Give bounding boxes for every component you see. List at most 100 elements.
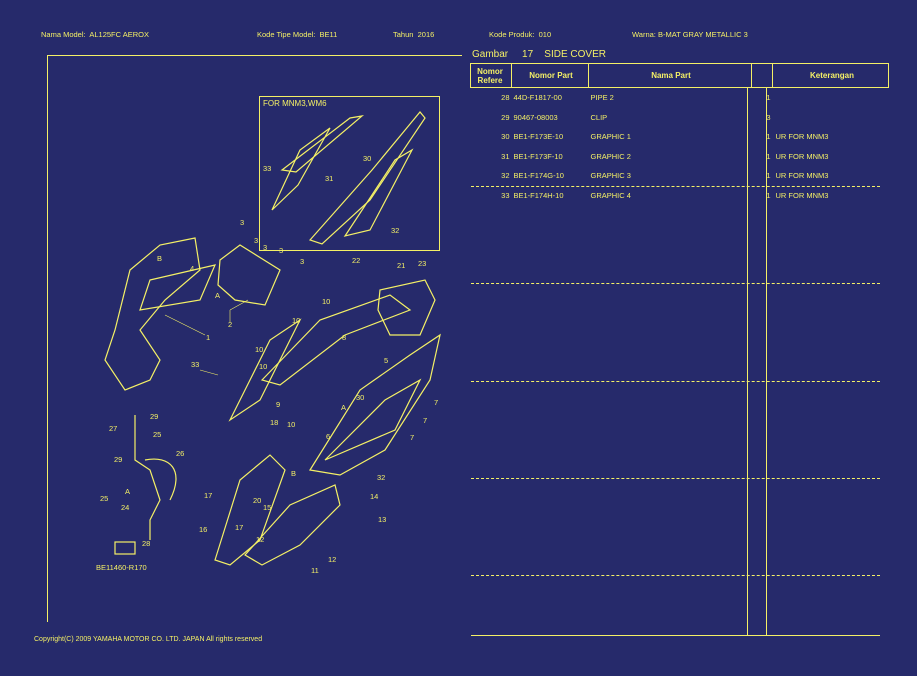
model-name-value: AL125FC AEROX (89, 30, 149, 39)
inset-title: FOR MNM3,WM6 (263, 99, 327, 108)
callout-4: 4 (190, 264, 195, 273)
callout-7: 7 (434, 398, 439, 407)
callout-3: 3 (263, 243, 268, 252)
inset-diagram: FOR MNM3,WM6 (259, 96, 440, 251)
graphic-33 (228, 318, 302, 422)
model-name: Nama Model: AL125FC AEROX (41, 30, 149, 39)
graphic-3-inset (343, 148, 414, 237)
callout-13: 13 (378, 515, 387, 524)
table-divider-qty (747, 87, 748, 635)
rear-cap-21 (377, 279, 436, 336)
callout-A: A (341, 403, 347, 412)
callout-14: 14 (370, 492, 379, 501)
cell-ref: 33 (501, 190, 510, 200)
callout-7: 7 (410, 433, 415, 442)
callout-10: 10 (255, 345, 264, 354)
row-group-separator (471, 283, 880, 284)
header-part-number: Nomor Part (511, 63, 589, 88)
model-type: Kode Tipe Model: BE11 (257, 30, 337, 39)
callout-10: 10 (259, 362, 268, 371)
row-group-separator (471, 186, 880, 187)
cell-part-name: GRAPHIC 4 (590, 190, 631, 200)
cell-part-name: GRAPHIC 3 (590, 171, 631, 181)
callout-22: 22 (352, 256, 361, 265)
section-heading: Gambar 17 SIDE COVER (472, 49, 606, 60)
header-ref-line2: Refere (477, 75, 503, 85)
callout-31: 31 (325, 174, 334, 183)
callout-30: 30 (363, 154, 372, 163)
graphic-4-inset (280, 115, 365, 173)
color: Warna: B-MAT GRAY METALLIC 3 (632, 30, 748, 39)
diagram-frame (47, 55, 462, 622)
callout-12: 12 (256, 535, 265, 544)
callout-29: 29 (150, 412, 159, 421)
graphic-2-inset (271, 127, 331, 211)
side-cover-5 (309, 333, 441, 476)
cell-part-number: 44D-F1817-00 (513, 93, 562, 103)
cell-part-name: PIPE 2 (590, 93, 614, 103)
cell-quantity: 1 (766, 132, 771, 142)
parts-table: Nomor Refere Nomor Part Nama Part Ketera… (470, 63, 889, 205)
cell-quantity: 1 (766, 171, 771, 181)
diagram-reference-code: BE11460-R170 (96, 563, 147, 572)
section-number: 17 (522, 49, 534, 60)
callout-17: 17 (235, 523, 244, 532)
label-tag (114, 541, 136, 555)
cell-part-number: BE1-F173F-10 (513, 151, 563, 161)
callout-8: 8 (342, 333, 347, 342)
callout-9: 9 (276, 400, 281, 409)
callout-2: 2 (228, 320, 233, 329)
header-part-name: Nama Part (588, 63, 752, 88)
callout-33: 33 (263, 164, 272, 173)
product-code-value: 010 (538, 30, 552, 39)
callout-3: 3 (240, 218, 245, 227)
model-type-label: Kode Tipe Model: (257, 30, 316, 39)
callout-B: B (291, 469, 297, 478)
callout-25: 25 (100, 494, 109, 503)
cell-remarks (773, 88, 889, 108)
year-label: Tahun (393, 30, 414, 39)
year-value: 2016 (417, 30, 435, 39)
callout-20: 20 (253, 496, 262, 505)
section-title: SIDE COVER (544, 49, 606, 60)
color-value: B-MAT GRAY METALLIC 3 (658, 30, 748, 39)
product-code-label: Kode Produk: (489, 30, 535, 39)
callout-3: 3 (279, 246, 284, 255)
lower-cover-17 (214, 454, 286, 566)
callout-29: 29 (114, 455, 123, 464)
cell-part-name: GRAPHIC 1 (590, 132, 631, 142)
callout-24: 24 (121, 503, 130, 512)
header-ref: Nomor Refere (470, 63, 512, 88)
lower-cover-11 (244, 484, 341, 566)
header-quantity (751, 63, 773, 88)
callout-12: 12 (328, 555, 337, 564)
cell-remarks: UR FOR MNM3 (775, 190, 829, 200)
cover-2 (217, 244, 281, 306)
callout-27: 27 (109, 424, 118, 433)
callout-11: 11 (311, 566, 319, 575)
cell-ref: 29 (501, 112, 510, 122)
callout-18: 18 (270, 418, 279, 427)
cell-remarks (773, 108, 889, 128)
header-remarks: Keterangan (772, 63, 889, 88)
callout-6: 6 (326, 432, 331, 441)
graphic-30 (324, 378, 422, 461)
cell-part-number: 90467-08003 (513, 112, 558, 122)
side-cover-8 (260, 294, 412, 386)
cell-ref: 28 (501, 93, 510, 103)
callout-A: A (215, 291, 221, 300)
callout-28: 28 (142, 539, 151, 548)
table-divider-remarks (766, 87, 767, 635)
cell-ref: 31 (501, 151, 510, 161)
callout-17: 17 (204, 491, 213, 500)
cell-remarks: UR FOR MNM3 (775, 171, 829, 181)
copyright-notice: Copyright(C) 2009 YAMAHA MOTOR CO. LTD. … (34, 636, 263, 643)
front-cover (104, 237, 201, 391)
